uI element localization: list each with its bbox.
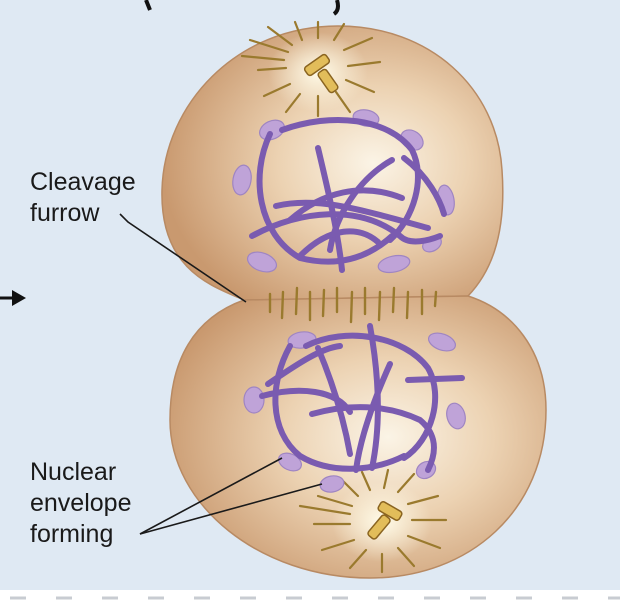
envelope-leader-lower [139,483,323,535]
aster-bottom [298,468,448,574]
label-line: forming [30,520,114,548]
arrow-right-icon [0,290,26,306]
panel-right-edge [620,0,628,606]
label-line: Cleavage [30,168,136,196]
chromosomes-top [249,116,447,273]
midbody-fibers [268,286,438,324]
label-line: Nuclear [30,458,117,486]
heading-fragment [144,0,152,11]
cleavage-furrow-leader [119,213,247,303]
daughter-cell-top [161,25,504,301]
centriole-pair-bottom [367,501,403,540]
leader-lines [119,213,323,535]
aster-top [240,20,382,118]
label-line: envelope [30,489,132,517]
centriole-pair-top [303,53,339,94]
chromosomes-bottom [259,323,465,473]
centrosome-glow-top [268,32,368,112]
daughter-cell-bottom [169,295,547,579]
label-nuclear-envelope-forming: Nuclear envelope forming [30,457,131,550]
envelope-fragments-top [232,109,455,274]
label-line: furrow [30,199,100,227]
label-cleavage-furrow: Cleavage furrow [30,167,136,229]
envelope-fragments-bottom [243,331,466,493]
heading-fragment [332,0,340,16]
envelope-leader-upper [139,457,283,535]
